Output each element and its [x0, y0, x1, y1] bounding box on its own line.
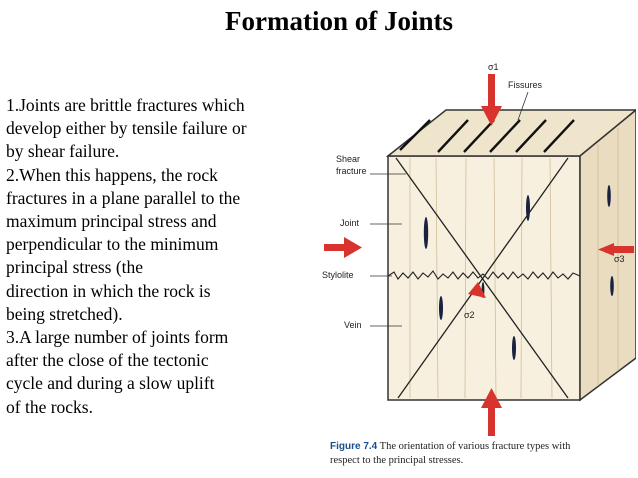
label-stylolite: Stylolite [322, 270, 354, 280]
caption-text-2: respect to the principal stresses. [330, 455, 464, 466]
body-line: 2.When this happens, the rock [6, 164, 218, 185]
shear-fractures [395, 157, 569, 399]
body-line: being stretched). [6, 303, 123, 324]
body-line: perpendicular to the minimum [6, 234, 219, 255]
label-joint: Joint [340, 218, 360, 228]
stress-arrows [324, 74, 634, 436]
body-line: maximum principal stress and [6, 211, 217, 232]
body-line: 3.A large number of joints form [6, 327, 229, 348]
fracture-diagram-svg: σ1 Fissures Shear fracture Joint σ3 Styl… [322, 62, 636, 436]
body-line: direction in which the rock is [6, 280, 211, 301]
body-line: cycle and during a slow uplift [6, 373, 215, 394]
body-line: of the rocks. [6, 396, 93, 417]
label-fissures: Fissures [508, 80, 543, 90]
label-shear-fracture-1: Shear [336, 154, 360, 164]
label-sigma3: σ3 [614, 254, 625, 264]
caption-label: Figure 7.4 [330, 441, 378, 452]
leader-lines [370, 91, 529, 327]
joints [423, 185, 614, 360]
block-right-face [579, 109, 636, 402]
label-vein: Vein [344, 320, 362, 330]
caption-text-1: The orientation of various fracture type… [377, 441, 571, 452]
slide-body: 1.Joints are brittle fractures which dev… [6, 94, 311, 419]
body-line: by shear failure. [6, 141, 120, 162]
stylolite-line [387, 270, 581, 280]
body-line: fractures in a plane parallel to the [6, 187, 241, 208]
label-sigma2: σ2 [464, 310, 475, 320]
figure-caption: Figure 7.4 The orientation of various fr… [330, 440, 630, 468]
slide-title: Formation of Joints [225, 6, 453, 36]
label-shear-fracture-2: fracture [336, 166, 367, 176]
fracture-diagram: σ1 Fissures Shear fracture Joint σ3 Styl… [318, 58, 636, 478]
body-line: develop either by tensile failure or [6, 118, 247, 139]
fissures [399, 119, 575, 153]
body-line: principal stress (the [6, 257, 144, 278]
body-line: 1.Joints are brittle fractures which [6, 95, 245, 115]
body-line: after the close of the tectonic [6, 350, 209, 371]
label-sigma1: σ1 [488, 62, 499, 72]
